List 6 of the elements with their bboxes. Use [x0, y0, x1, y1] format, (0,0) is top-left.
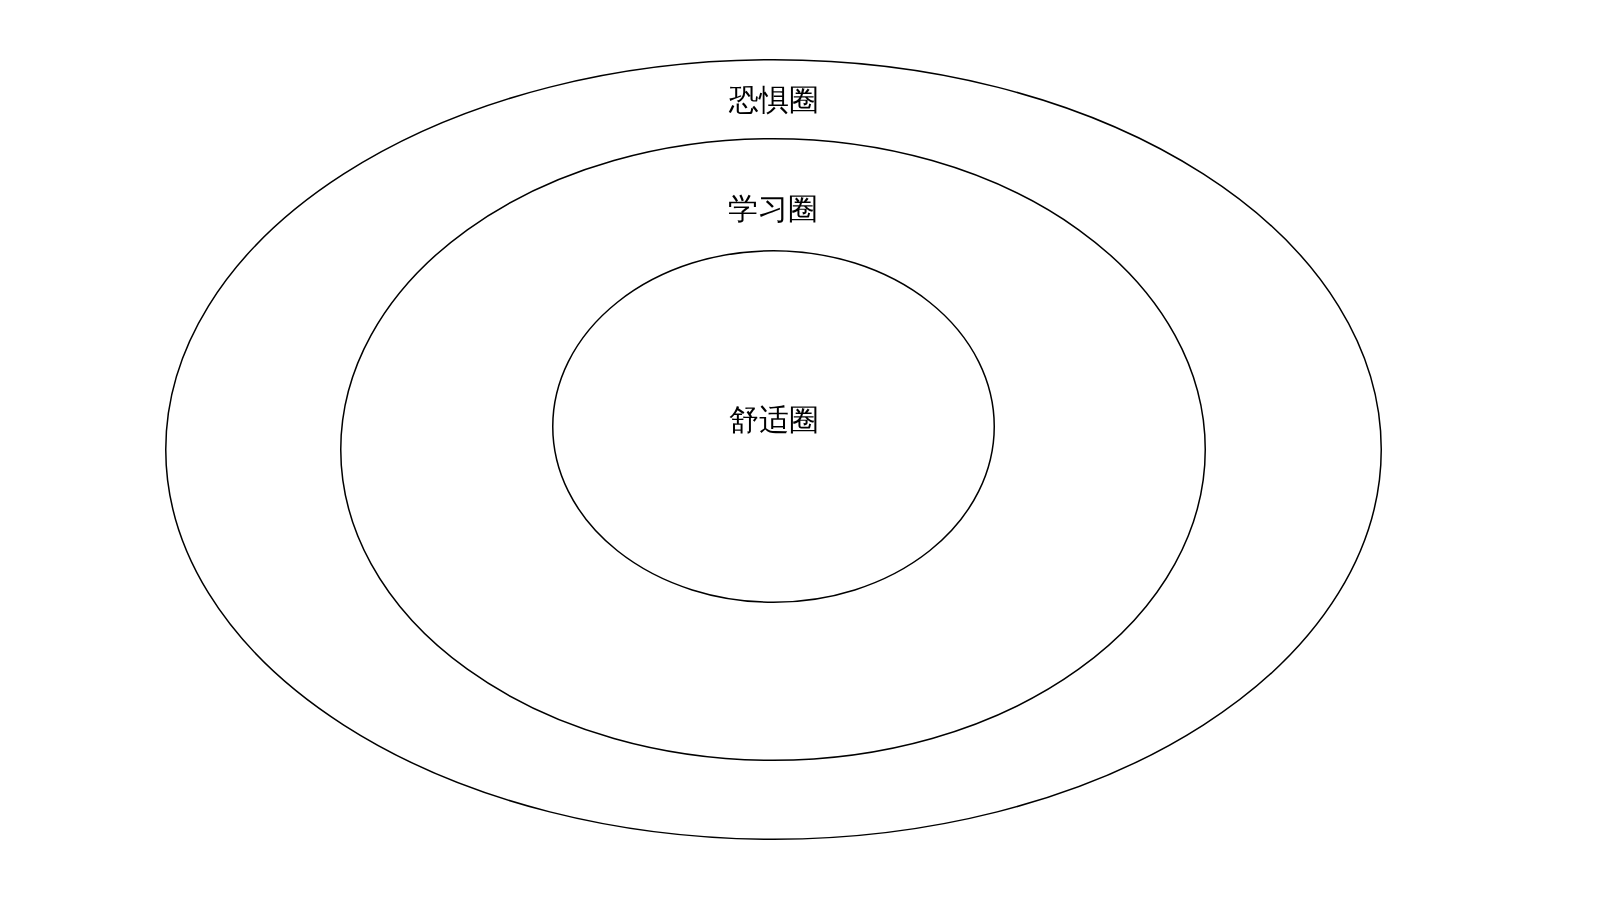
zone-label: 舒适圈: [728, 402, 819, 436]
ellipse-zone: [165, 59, 1382, 840]
ellipse-zone: [340, 138, 1206, 761]
ellipse-zone: [552, 250, 995, 603]
zone-label: 恐惧圈: [728, 82, 819, 116]
zone-label: 学习圈: [728, 191, 818, 225]
